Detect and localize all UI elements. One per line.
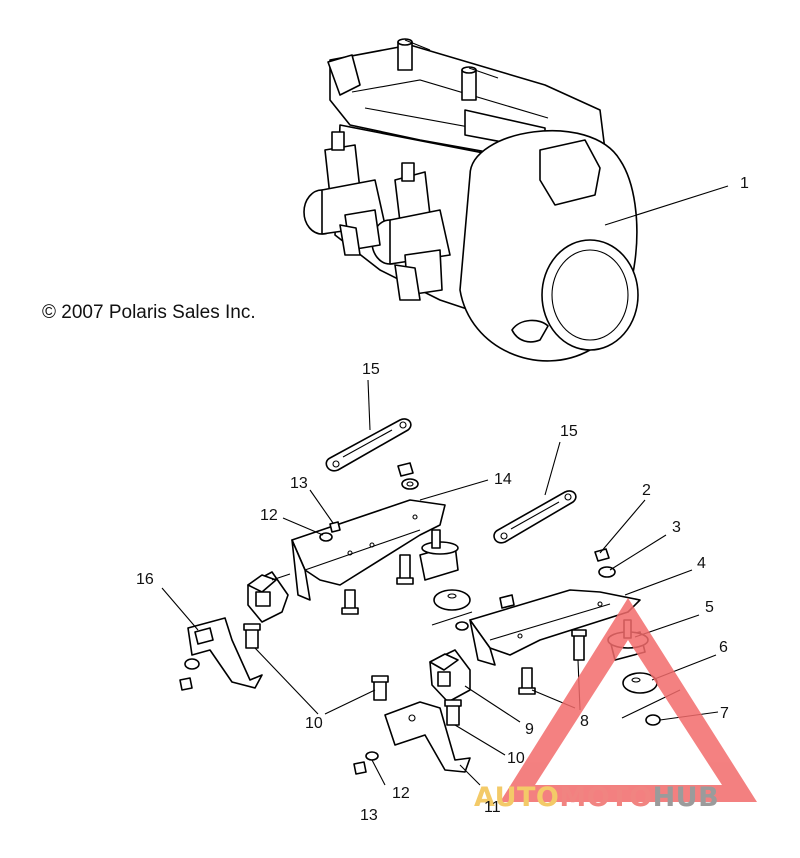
copyright-notice: © 2007 Polaris Sales Inc. [42, 302, 256, 323]
callout-13-top: 13 [290, 475, 308, 492]
callout-15-right: 15 [560, 423, 578, 440]
callout-10-right: 10 [507, 750, 525, 767]
engine-assembly [303, 38, 639, 362]
callout-5: 5 [705, 599, 714, 616]
callout-10-left: 10 [305, 715, 323, 732]
rubber-mount-right [429, 649, 471, 703]
watermark-logo: AUTOMOTOHUB [474, 598, 757, 813]
callout-15-left: 15 [362, 361, 380, 378]
callout-4: 4 [697, 555, 706, 572]
callout-12-bottom: 12 [392, 785, 410, 802]
strap-15-left [325, 418, 412, 472]
watermark-auto: AUTOMOTOHUB [474, 782, 719, 813]
rubber-mount-left [247, 571, 291, 623]
bracket-4 [433, 548, 641, 695]
callout-3: 3 [672, 519, 681, 536]
bracket-16 [179, 617, 263, 691]
callout-8: 8 [580, 713, 589, 730]
callout-1: 1 [740, 175, 749, 192]
callout-12-top: 12 [260, 507, 278, 524]
callout-9: 9 [525, 721, 534, 738]
bracket-14 [291, 462, 459, 615]
callout-13-bottom: 13 [360, 807, 378, 824]
callout-labels: 1 2 3 4 5 6 7 8 9 10 10 11 12 12 13 13 1… [136, 175, 749, 824]
strap-15-right [493, 490, 577, 544]
nut-7 [645, 714, 661, 726]
leader-lines [161, 185, 729, 786]
callout-7: 7 [720, 705, 729, 722]
callout-14: 14 [494, 471, 512, 488]
callout-16: 16 [136, 571, 154, 588]
callout-2: 2 [642, 482, 651, 499]
callout-11: 11 [484, 799, 501, 816]
callout-6: 6 [719, 639, 728, 656]
